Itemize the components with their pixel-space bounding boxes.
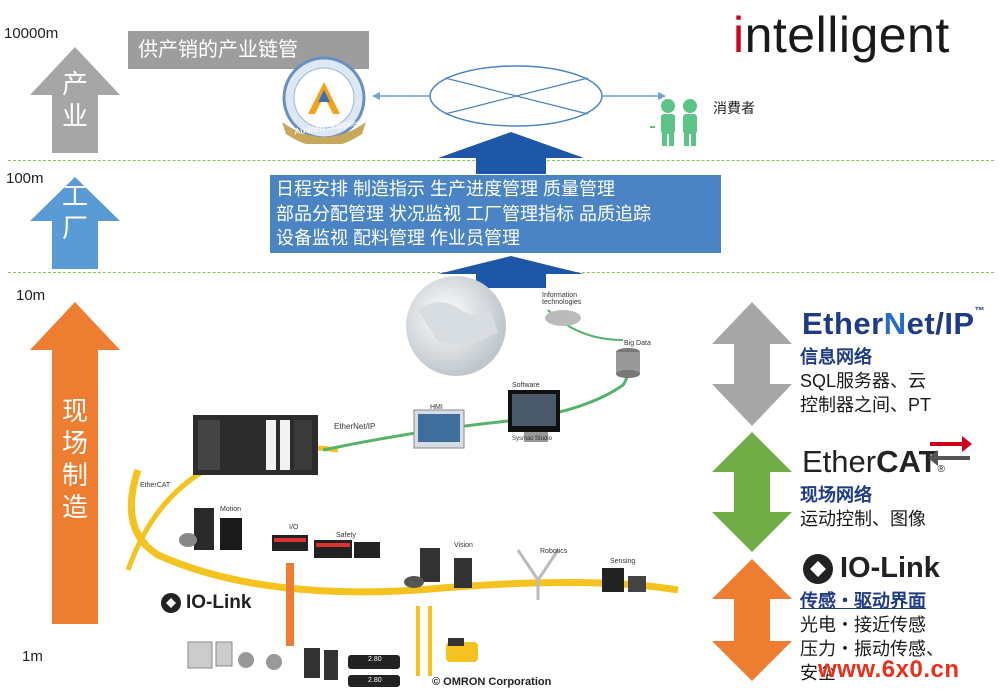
label-hmi: HMI <box>430 404 443 411</box>
factory-label: 工 厂 <box>55 180 95 244</box>
network-illustration <box>125 276 679 687</box>
mes-line-1: 日程安排 制造指示 生产进度管理 质量管理 <box>276 179 616 199</box>
label-information: Information technologies <box>542 292 582 306</box>
ethernetip-line-2: 控制器之间、PT <box>800 395 932 415</box>
field-char-3: 制 <box>61 460 88 490</box>
label-big-data: Big Data <box>624 340 651 347</box>
field-char-1: 现 <box>61 396 88 426</box>
audited-supplier-badge-icon <box>282 56 366 144</box>
industry-char-1: 产 <box>61 69 88 99</box>
ethercat-logo-part-2: CAT <box>876 444 938 479</box>
iolink-logo-right: IO-Link <box>802 552 940 585</box>
field-char-2: 场 <box>61 428 88 458</box>
iolink-logo-text: IO-Link <box>186 592 252 613</box>
brand-logo-i: i <box>733 7 745 63</box>
mes-line-3: 设备监视 配料管理 作业员管理 <box>276 228 521 248</box>
industry-char-2: 业 <box>61 101 88 131</box>
ethernetip-logo-part-3: et/IP <box>906 306 975 341</box>
ethercat-trademark: ® <box>937 464 945 475</box>
consumer-label: 消費者 <box>713 100 755 116</box>
label-software: Software <box>512 382 540 389</box>
label-vision: Vision <box>454 542 473 549</box>
label-sysmac-studio: Sysmac Studio <box>512 436 553 442</box>
sensor-display-2: 2.80 <box>368 677 382 684</box>
field-arrow <box>30 302 120 624</box>
ethernetip-double-arrow <box>712 302 792 426</box>
iolink-heading: 传感・驱动界面 <box>800 591 926 611</box>
ethercat-line-1: 运动控制、图像 <box>800 509 926 529</box>
label-ethercat-cable: EtherCAT <box>140 482 171 489</box>
iolink-logo-right-text: IO-Link <box>840 552 940 584</box>
scale-label-field: 10m <box>16 287 46 304</box>
ethercat-heading: 现场网络 <box>800 485 872 505</box>
consumer-people-icon <box>650 99 697 146</box>
iolink-line-3: 安全 <box>800 663 836 683</box>
watermark: www.6x0.cn <box>818 656 960 683</box>
ethernetip-logo-part-1: Ether <box>802 306 884 341</box>
copyright: © OMRON Corporation <box>432 676 552 688</box>
iolink-double-arrow <box>712 559 792 681</box>
up-arrow-to-factory <box>438 256 584 288</box>
scale-label-factory: 100m <box>6 170 44 187</box>
scale-label-top: 10000m <box>4 25 59 42</box>
ethercat-logo: EtherCAT® <box>802 444 945 480</box>
ethernetip-heading: 信息网络 <box>800 347 872 367</box>
scale-label-bottom: 1m <box>22 648 43 665</box>
label-ethernetip-cable: EtherNet/IP <box>334 422 376 431</box>
ethercat-double-arrow <box>712 432 792 552</box>
ethernetip-logo: EtherNet/IP™ <box>802 306 985 342</box>
field-char-4: 造 <box>61 492 88 522</box>
ethernetip-trademark: ™ <box>974 306 986 317</box>
industry-label: 产 业 <box>55 68 95 132</box>
label-robotics: Robotics <box>540 548 568 555</box>
mes-function-box: 日程安排 制造指示 生产进度管理 质量管理 部品分配管理 状况监视 工厂管理指标… <box>270 175 721 253</box>
label-safety: Safety <box>336 532 356 539</box>
iolink-logo-icon <box>161 593 181 613</box>
iolink-line-1: 光电・接近传感 <box>800 615 926 635</box>
iolink-logo-right-icon <box>803 553 833 584</box>
ethernetip-line-1: SQL服务器、云 <box>800 371 927 391</box>
factory-char-1: 工 <box>61 181 88 211</box>
brand-logo: intelligent <box>733 6 950 64</box>
mes-line-2: 部品分配管理 状况监视 工厂管理指标 品质追踪 <box>276 203 652 224</box>
label-sensing: Sensing <box>610 558 636 565</box>
ethercat-logo-arrows-icon <box>928 436 972 466</box>
ethernetip-logo-part-2: N <box>883 306 907 341</box>
ethercat-logo-part-1: Ether <box>802 444 877 479</box>
label-io: I/O <box>289 524 299 531</box>
factory-char-2: 厂 <box>61 213 88 243</box>
brand-logo-rest: ntelligent <box>744 7 950 63</box>
supply-network-ellipse <box>372 65 666 127</box>
iolink-line-2: 压力・振动传感、 <box>800 639 944 659</box>
up-arrow-to-supply-chain <box>438 132 584 174</box>
iolink-logo: IO-Link <box>160 592 251 614</box>
factory-arrow <box>30 177 120 269</box>
field-label: 现 场 制 造 <box>55 395 95 523</box>
industry-arrow <box>30 47 120 153</box>
sensor-display-1: 2.80 <box>368 656 382 663</box>
iolink-connector-bar <box>286 563 294 646</box>
label-motion: Motion <box>220 506 242 513</box>
